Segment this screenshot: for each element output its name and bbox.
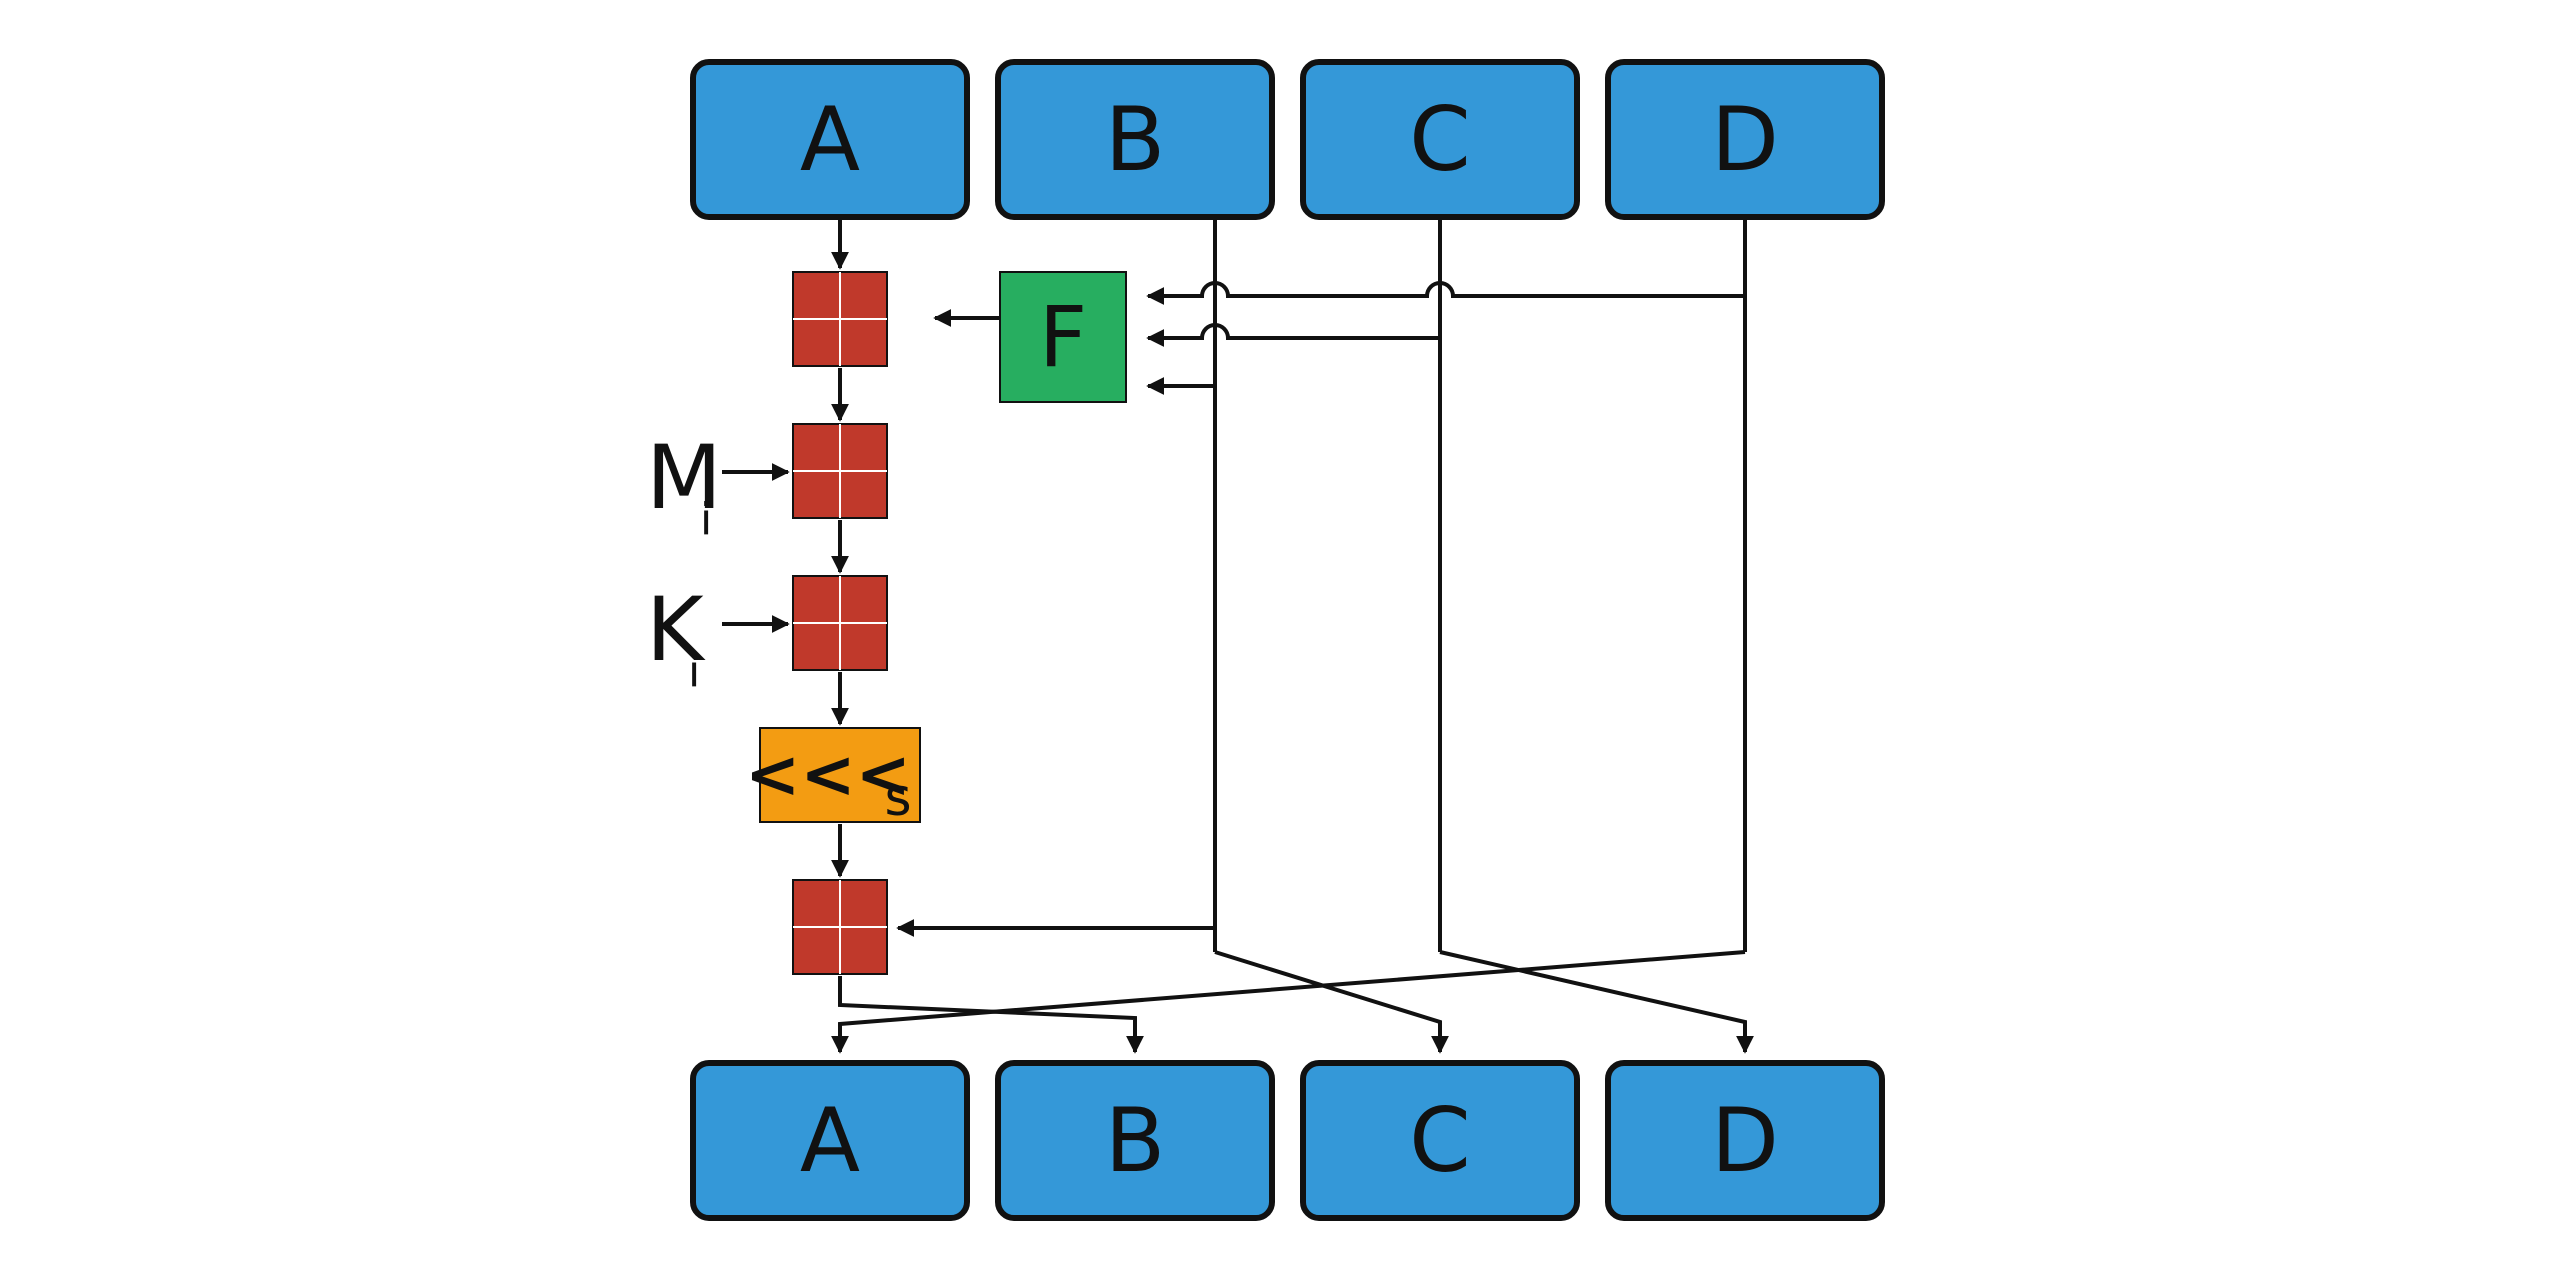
output-register-d: D — [1605, 1060, 1885, 1221]
rotate-symbol: <<< — [745, 736, 911, 813]
bcd-wires — [896, 217, 1747, 952]
input-register-d-label: D — [1711, 88, 1779, 191]
side-input-wires — [722, 463, 790, 633]
output-register-b: B — [995, 1060, 1275, 1221]
adder-f — [792, 271, 888, 367]
adder-b — [792, 879, 888, 975]
input-register-a: A — [690, 59, 970, 220]
constant-label: K i — [646, 578, 706, 697]
input-register-c-label: C — [1409, 88, 1470, 191]
output-register-a-label: A — [800, 1089, 860, 1192]
output-permutation-wires — [831, 950, 1754, 1054]
output-register-d-label: D — [1711, 1089, 1779, 1192]
output-register-c: C — [1300, 1060, 1580, 1221]
output-register-b-label: B — [1105, 1089, 1165, 1192]
message-label-main: M — [646, 426, 722, 529]
message-label-sub: i — [700, 494, 712, 545]
output-register-a: A — [690, 1060, 970, 1221]
input-register-b-label: B — [1105, 88, 1165, 191]
message-label: M i — [646, 426, 722, 545]
input-register-d: D — [1605, 59, 1885, 220]
constant-label-sub: i — [688, 646, 700, 697]
output-register-c-label: C — [1409, 1089, 1470, 1192]
function-box: F — [999, 271, 1127, 403]
adder-constant — [792, 575, 888, 671]
adder-message — [792, 423, 888, 519]
function-label: F — [1039, 288, 1087, 386]
input-register-c: C — [1300, 59, 1580, 220]
input-register-a-label: A — [800, 88, 860, 191]
rotate-subscript: s — [884, 768, 911, 828]
constant-label-main: K — [646, 578, 706, 681]
rotate-box: <<< s — [745, 727, 921, 828]
input-register-b: B — [995, 59, 1275, 220]
